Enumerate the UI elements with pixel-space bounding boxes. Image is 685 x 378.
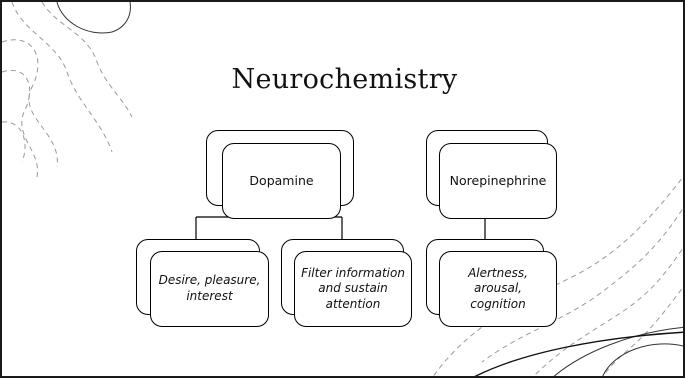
- filter-node: Filter information and sustain attention: [294, 251, 412, 327]
- alertness-node: Alertness, arousal, cognition: [439, 251, 557, 327]
- dopamine-node: Dopamine: [222, 143, 341, 219]
- filter-label: Filter information and sustain attention: [301, 265, 405, 311]
- desire-node: Desire, pleasure, interest: [150, 251, 269, 327]
- dopamine-label: Dopamine: [249, 172, 314, 188]
- desire-label: Desire, pleasure, interest: [158, 273, 261, 303]
- slide-title: Neurochemistry: [231, 64, 458, 95]
- alertness-label: Alertness, arousal, cognition: [468, 265, 528, 311]
- norepinephrine-label: Norepinephrine: [449, 172, 547, 188]
- norepinephrine-node: Norepinephrine: [439, 143, 557, 219]
